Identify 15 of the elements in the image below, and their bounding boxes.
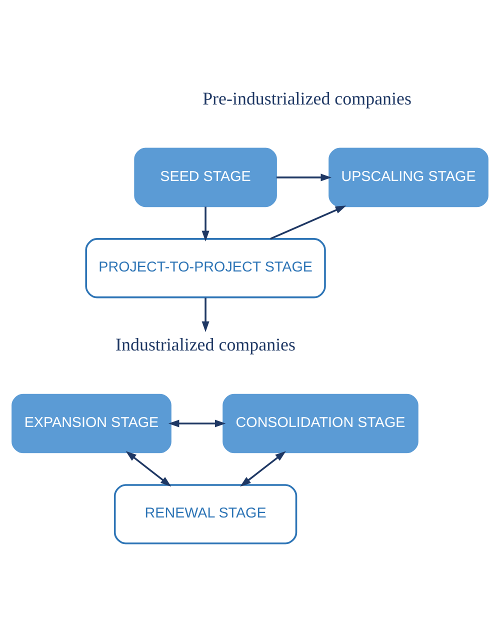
node-box: UPSCALING STAGE bbox=[328, 148, 488, 208]
node-box: SEED STAGE bbox=[134, 148, 277, 208]
arrow bbox=[126, 451, 172, 487]
arrow bbox=[202, 298, 210, 332]
arrow bbox=[168, 420, 226, 428]
node-box: PROJECT-TO-PROJECT STAGE bbox=[85, 238, 326, 298]
arrow bbox=[276, 174, 332, 182]
node-box: EXPANSION STAGE bbox=[12, 394, 172, 454]
node-box: CONSOLIDATION STAGE bbox=[222, 394, 418, 454]
arrow bbox=[270, 206, 346, 240]
node-box: RENEWAL STAGE bbox=[114, 484, 298, 544]
arrow bbox=[240, 451, 286, 487]
node-text: Pre-industrialized companies bbox=[202, 88, 412, 108]
node-text: Industrialized companies bbox=[116, 334, 296, 354]
arrow bbox=[202, 206, 210, 242]
